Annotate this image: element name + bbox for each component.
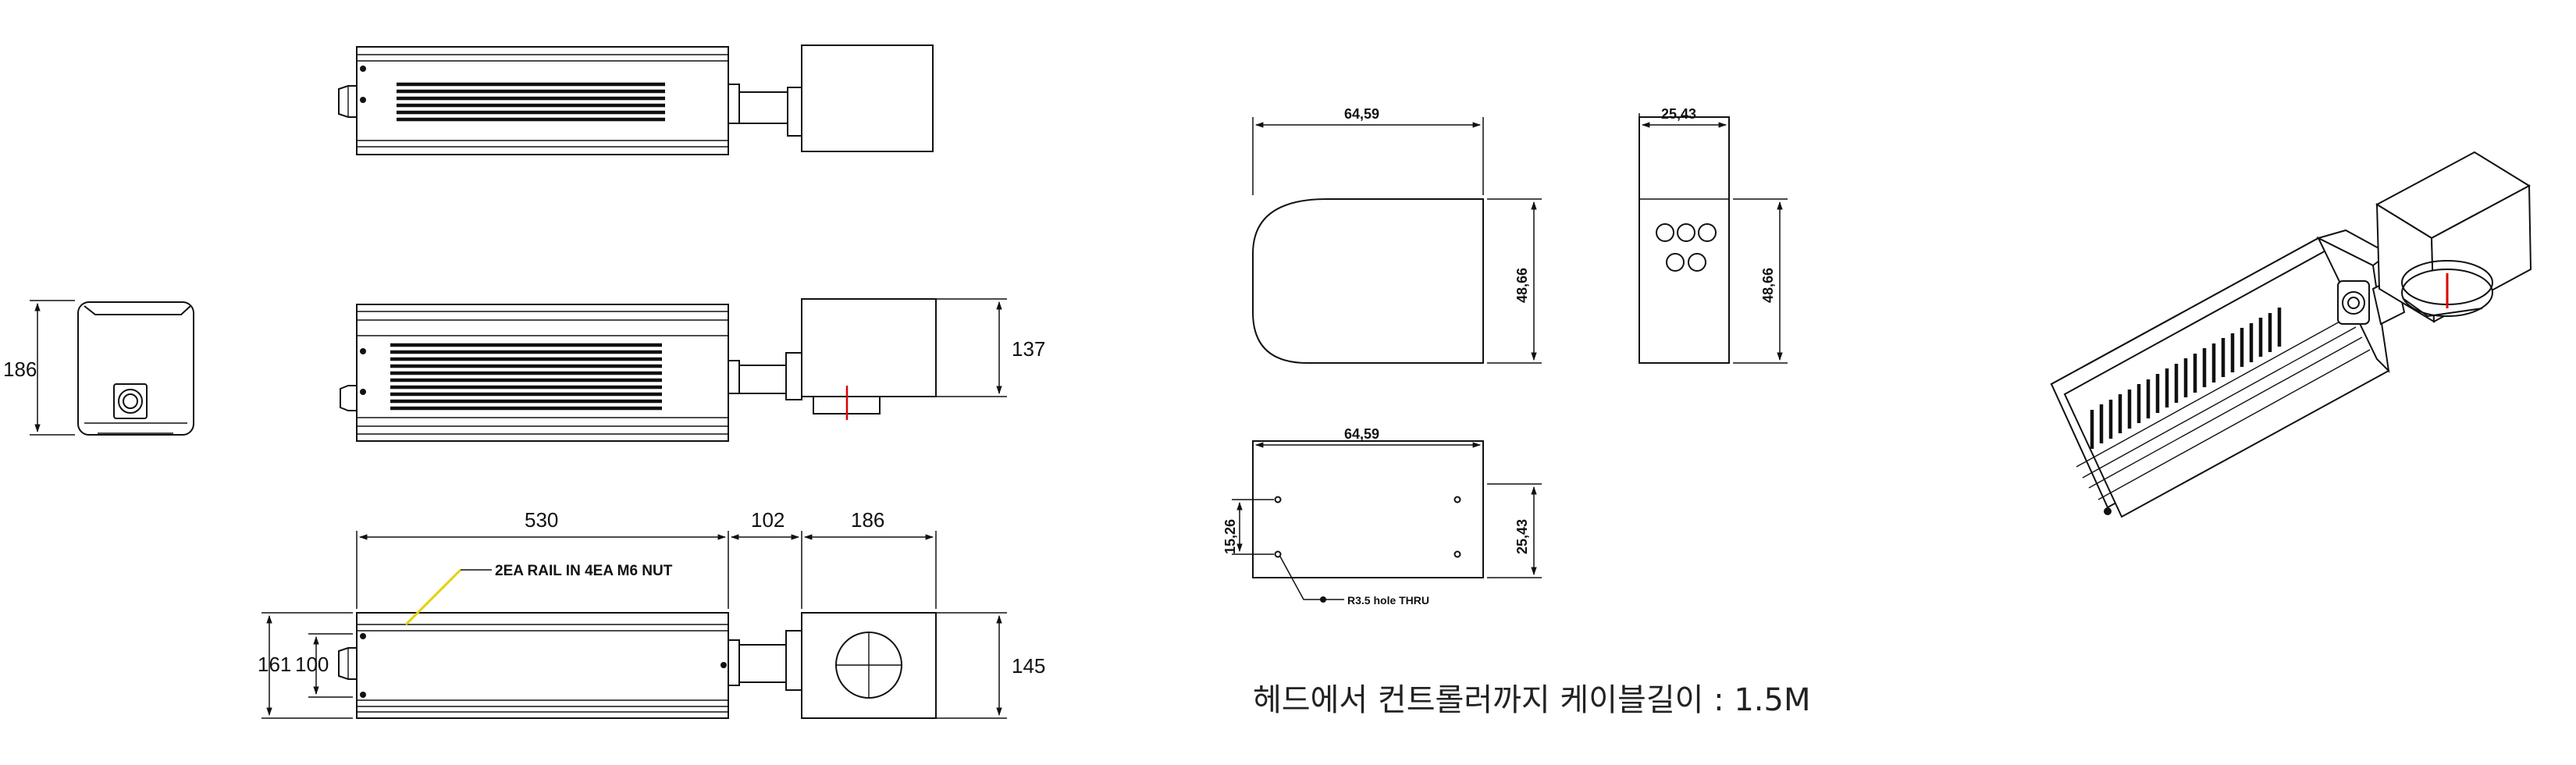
front-height-label: 186 <box>3 358 37 381</box>
front-end-view: 186 <box>3 300 194 436</box>
top-view-vent-grille <box>397 82 665 122</box>
bottom-outer-height-label: 161 <box>258 653 291 676</box>
head-length-label: 186 <box>851 508 884 532</box>
bottom-view: 530 102 186 161 100 145 2EA RAIL IN 4EA … <box>258 508 1045 719</box>
part-b-width-label: 25,43 <box>1661 106 1696 122</box>
cable-length-note: 헤드에서 컨트롤러까지 케이블길이 : 1.5M <box>1253 682 1811 718</box>
part-b-height-label: 48,66 <box>1760 268 1776 303</box>
side-view: 137 <box>340 298 1045 442</box>
neck-length-label: 102 <box>751 508 785 532</box>
part-a-height-label: 48,66 <box>1514 268 1530 303</box>
side-view-vent-grille <box>390 343 662 411</box>
part-a-width-label: 64,59 <box>1344 106 1379 122</box>
part-c-width-label: 64,59 <box>1344 426 1379 442</box>
body-length-label: 530 <box>525 508 558 532</box>
hole-note: R3.5 hole THRU <box>1347 594 1429 607</box>
isometric-vent-grille <box>2090 308 2282 449</box>
part-c-height-label: 25,43 <box>1514 519 1530 554</box>
rail-note: 2EA RAIL IN 4EA M6 NUT <box>495 563 673 579</box>
bottom-head-height-label: 145 <box>1012 654 1045 678</box>
part-c-mounting-plate-view: 64,59 25,43 15,26 R3.5 hole THRU <box>1222 426 1542 607</box>
part-c-hole-offset-label: 15,26 <box>1222 519 1238 554</box>
bottom-inner-height-label: 100 <box>295 653 329 676</box>
top-view <box>338 44 934 155</box>
part-a-plate-view: 64,59 48,66 <box>1252 106 1542 364</box>
side-height-label: 137 <box>1012 337 1045 361</box>
part-b-holes-view: 25,43 48,66 <box>1638 106 1788 364</box>
isometric-product-view <box>2050 151 2532 518</box>
